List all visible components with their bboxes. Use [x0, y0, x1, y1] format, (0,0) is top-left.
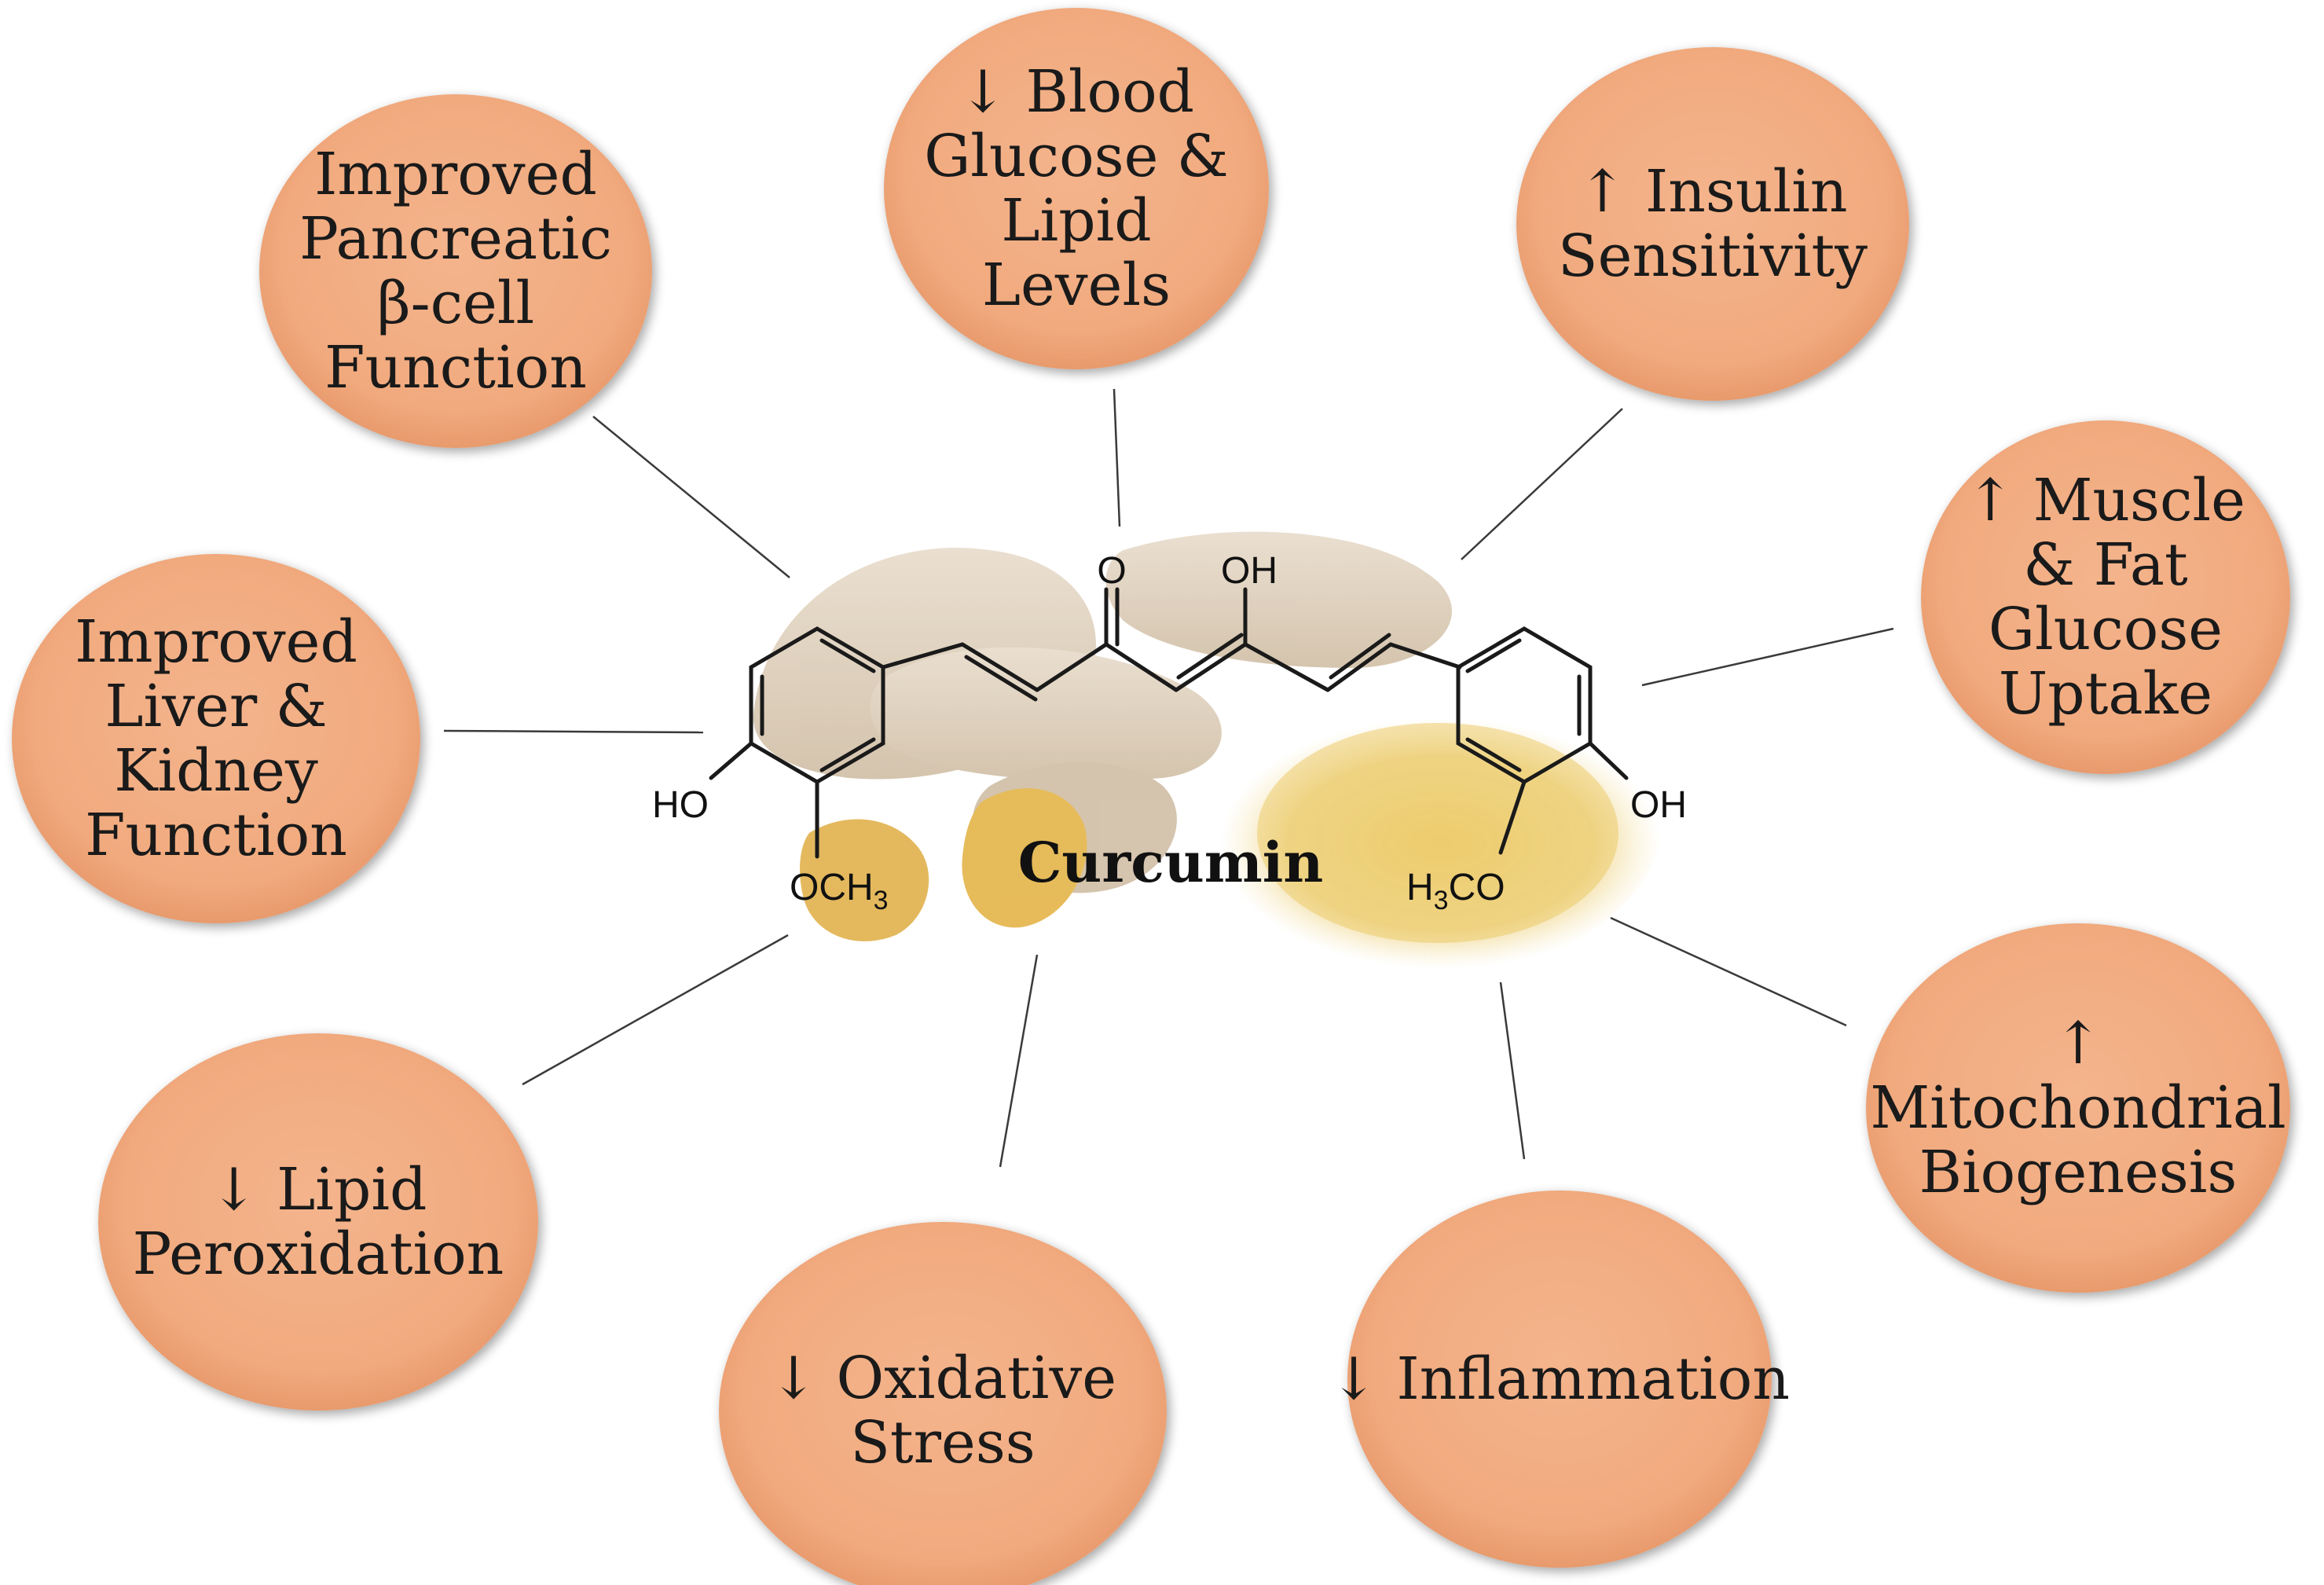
effect-line: ↑ Muscle [1966, 467, 2245, 534]
ketone-o-label: O [1097, 550, 1126, 592]
bubble-shape [1921, 420, 2290, 774]
bubble-shape [259, 94, 652, 448]
effect-bubble-inflammation: ↓ Inflammation [1329, 1191, 1790, 1568]
effect-line: ↓ Blood [959, 58, 1194, 126]
effect-line: Levels [982, 251, 1171, 319]
effect-line: Improved [314, 141, 597, 208]
right-methoxy-pre: H [1406, 867, 1434, 908]
effect-line: ↓ Lipid [210, 1156, 427, 1224]
effect-line: ↓ Oxidative [769, 1345, 1116, 1412]
effect-line: Mitochondrial [1870, 1074, 2286, 1142]
bubble-shape [1516, 47, 1909, 401]
left-methoxy-main: OCH [790, 867, 874, 908]
effect-line: Kidney [114, 737, 318, 805]
connector-liver-kidney [443, 729, 704, 734]
turmeric-photo [753, 531, 1662, 969]
enol-oh-label: OH [1221, 550, 1277, 592]
right-methoxy-post: CO [1449, 867, 1505, 908]
connector-oxidative [999, 954, 1039, 1168]
connector-muscle-fat [1641, 627, 1894, 687]
connector-lines [443, 388, 1894, 1168]
effect-line: Function [324, 334, 587, 402]
bubble-shape [98, 1033, 538, 1411]
left-methoxy-label: OCH3 [790, 867, 889, 915]
bubble-shape [12, 554, 420, 923]
effect-line: Pancreatic [299, 205, 612, 273]
connector-pancreatic [592, 416, 790, 578]
connector-glucose-lipid [1113, 388, 1121, 527]
curcumin-structure: O OH HO OH OCH3 H3CO Curcumin [652, 550, 1687, 915]
bubble-shape [719, 1222, 1167, 1585]
effect-label-inflammation: ↓ Inflammation [1329, 1345, 1790, 1413]
effect-line: Stress [850, 1409, 1036, 1477]
curcumin-label: Curcumin [1018, 830, 1324, 895]
effect-line: & Fat [2023, 531, 2188, 599]
connector-lipid-peroxidation [522, 934, 789, 1086]
effect-line: Biogenesis [1919, 1139, 2238, 1206]
bubble-shape [1866, 923, 2290, 1293]
connector-mitochondrial [1610, 916, 1847, 1027]
effect-line: Function [85, 802, 347, 869]
effect-line: Liver & [104, 673, 327, 740]
effect-line: ↓ Inflammation [1329, 1345, 1790, 1413]
left-methoxy-sub: 3 [874, 886, 889, 915]
effect-line: ↑ [2054, 1010, 2102, 1077]
effect-line: Glucose & [924, 123, 1229, 190]
effect-line: ↑ Insulin [1578, 158, 1847, 226]
effect-line: Lipid [1001, 187, 1151, 255]
effect-line: Improved [75, 608, 357, 676]
effect-line: β-cell [377, 270, 534, 337]
effect-line: Uptake [1999, 660, 2212, 728]
bubble-shape [1347, 1191, 1772, 1568]
right-hydroxyl-label: OH [1630, 784, 1687, 826]
connector-insulin [1461, 408, 1623, 560]
right-methoxy-label: H3CO [1406, 867, 1505, 915]
right-methoxy-sub: 3 [1434, 886, 1449, 915]
bubble-shape [884, 8, 1269, 369]
left-hydroxyl-label: HO [652, 784, 709, 826]
connector-inflammation [1499, 981, 1526, 1160]
effect-line: Glucose [1989, 596, 2223, 663]
effect-line: Peroxidation [133, 1220, 504, 1288]
effect-line: Sensitivity [1558, 222, 1868, 290]
